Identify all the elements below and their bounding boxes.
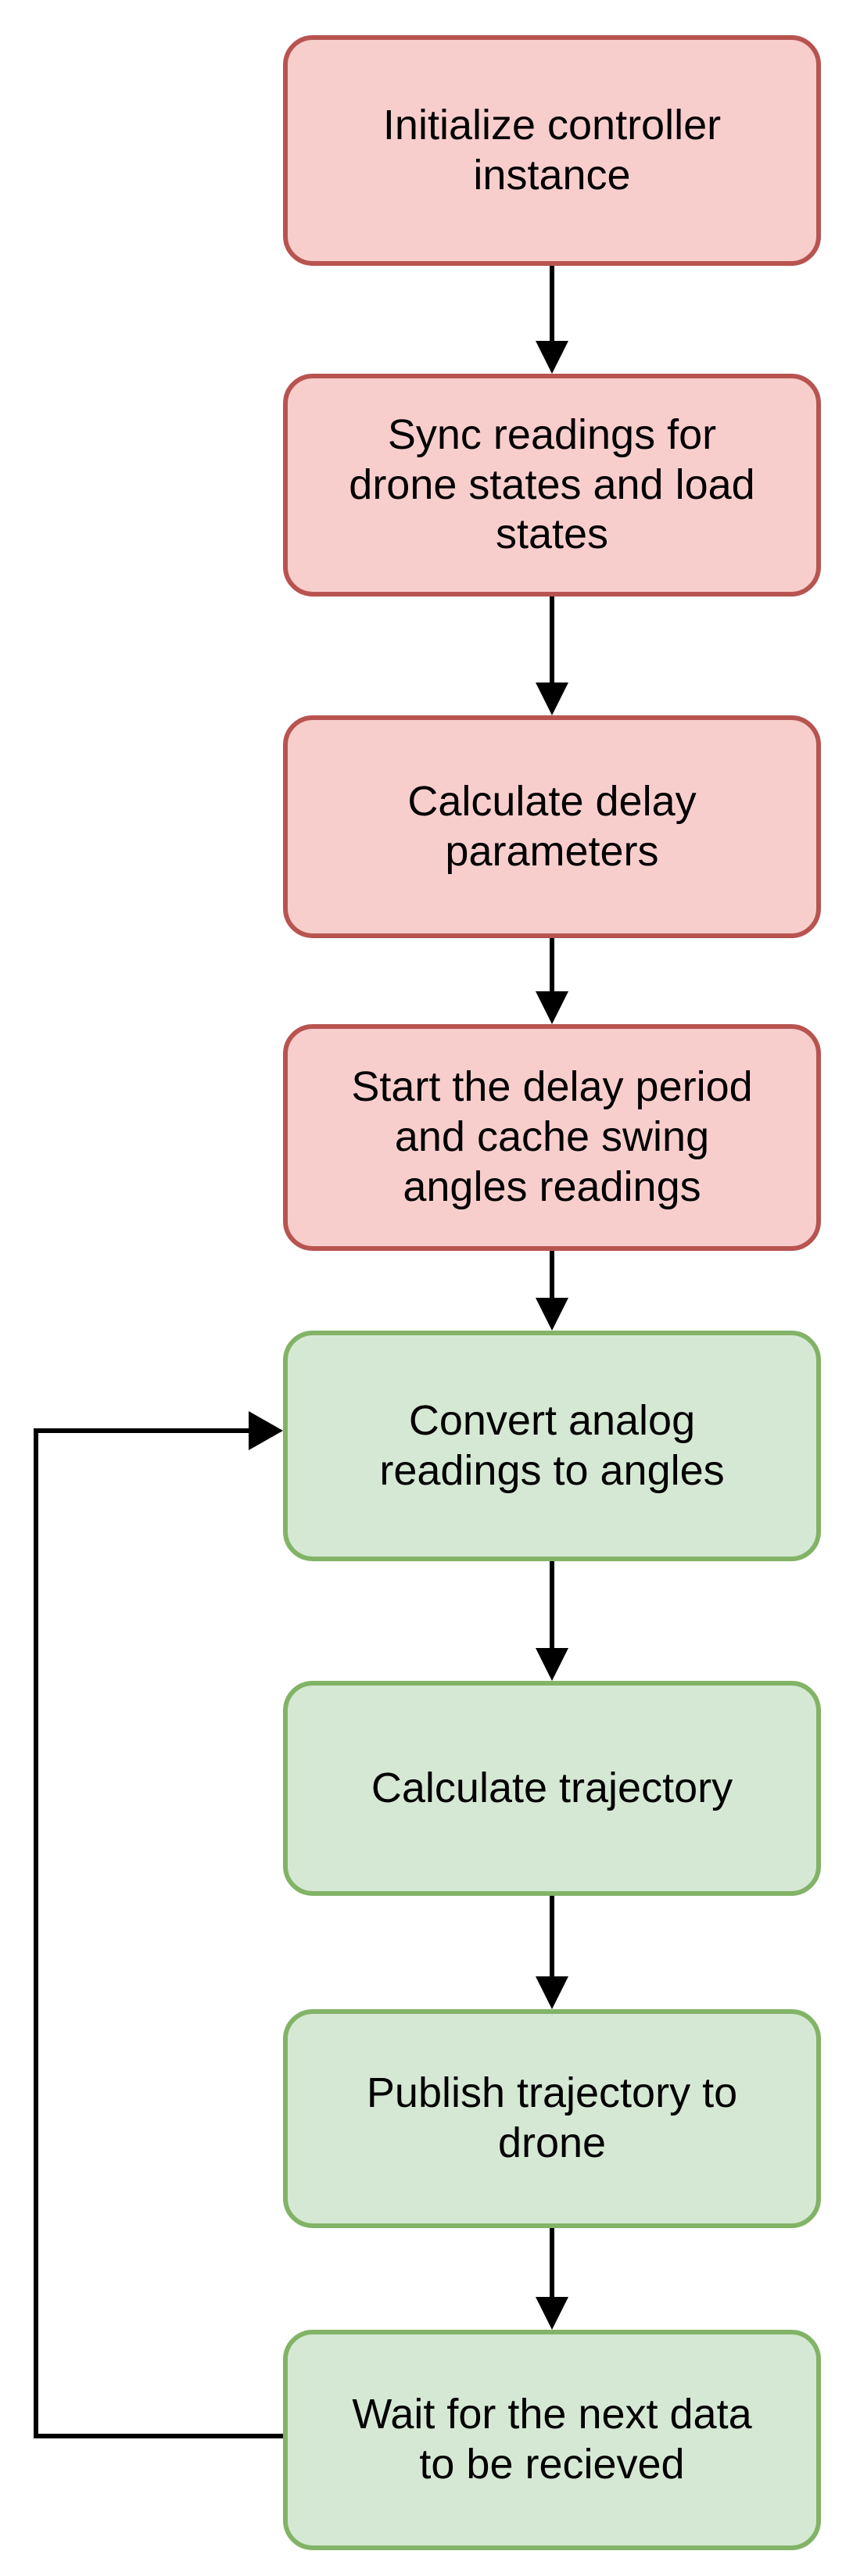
arrowhead-down-icon [536, 2297, 568, 2330]
flow-node-start-delay: Start the delay period and cache swing a… [283, 1024, 821, 1251]
edge-line [550, 266, 554, 346]
loop-bottom-segment [34, 2434, 283, 2438]
arrowhead-down-icon [536, 991, 568, 1024]
flow-node-convert-analog: Convert analog readings to angles [283, 1331, 821, 1561]
arrowhead-right-icon [249, 1411, 283, 1450]
flow-node-initialize-controller: Initialize controller instance [283, 35, 821, 266]
node-label-publish: Publish trajectory to drone [366, 2069, 738, 2166]
node-label-calculate-trajectory: Calculate trajectory [371, 1764, 733, 1811]
edge-line [550, 938, 554, 994]
node-label-initialize: Initialize controller instance [382, 101, 722, 199]
flow-node-publish-trajectory: Publish trajectory to drone [283, 2009, 821, 2228]
loop-top-segment [34, 1428, 252, 1433]
node-label-wait: Wait for the next data to be recieved [352, 2391, 752, 2488]
flow-node-sync-readings: Sync readings for drone states and load … [283, 374, 821, 597]
edge-line [550, 597, 554, 686]
arrowhead-down-icon [536, 683, 568, 715]
node-label-start-delay: Start the delay period and cache swing a… [351, 1063, 753, 1210]
arrowhead-down-icon [536, 1298, 568, 1331]
node-label-calculate-delay: Calculate delay parameters [407, 777, 697, 875]
flow-node-calculate-trajectory: Calculate trajectory [283, 1681, 821, 1896]
edge-line [550, 1251, 554, 1301]
edge-line [550, 2228, 554, 2300]
flow-node-wait-data: Wait for the next data to be recieved [283, 2330, 821, 2550]
flow-node-calculate-delay: Calculate delay parameters [283, 715, 821, 938]
node-label-convert: Convert analog readings to angles [379, 1396, 725, 1494]
loop-vertical-segment [34, 1428, 38, 2438]
arrowhead-down-icon [536, 341, 568, 374]
edge-line [550, 1896, 554, 1979]
edge-line [550, 1561, 554, 1650]
arrowhead-down-icon [536, 1648, 568, 1681]
node-label-sync: Sync readings for drone states and load … [349, 410, 755, 558]
arrowhead-down-icon [536, 1976, 568, 2009]
